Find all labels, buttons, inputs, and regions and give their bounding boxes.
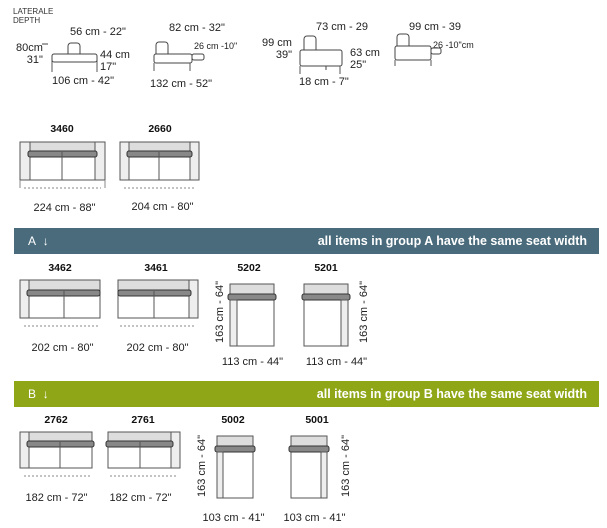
item-code: 2660 — [148, 123, 172, 135]
profile-1-seat-height-label: 44 cm 17" — [100, 49, 130, 73]
item-code: 2762 — [44, 414, 68, 426]
sofa-3460-plan — [19, 141, 106, 189]
item-dimension: 202 cm - 80" — [31, 342, 94, 354]
profile-3-side-view — [299, 35, 343, 74]
arrow-down-icon: ↓ — [42, 234, 49, 248]
chaise-5001-plan — [288, 435, 330, 499]
group-b-message: all items in group B have the same seat … — [316, 387, 587, 401]
profile-4-side-view — [394, 33, 442, 66]
item-code: 5202 — [237, 262, 261, 274]
item-dimension: 224 cm - 88" — [33, 202, 96, 214]
profile-2-seat-height-label: 26 cm -10" — [194, 41, 238, 51]
profile-3-depth-label: 18 cm - 7" — [299, 76, 349, 88]
profile-1-height-label: 80cm 31" — [16, 42, 43, 66]
item-dimension: 202 cm - 80" — [126, 342, 189, 354]
item-depth-dimension: 163 cm - 64" — [358, 281, 370, 343]
item-code: 3462 — [48, 262, 72, 274]
depth-label: LATERALE DEPTH — [13, 7, 54, 25]
item-depth-dimension: 163 cm - 64" — [340, 435, 352, 497]
chaise-5202-plan — [227, 283, 277, 347]
profile-3-seat-height-label: 63 cm 25" — [350, 47, 380, 71]
sofa-2762-plan — [19, 431, 95, 477]
item-dimension: 204 cm - 80" — [131, 201, 194, 213]
item-code: 3460 — [50, 123, 74, 135]
profile-2-width-label: 82 cm - 32" — [169, 22, 225, 34]
profile-4-width-label: 99 cm - 39 — [409, 21, 461, 33]
item-code: 5201 — [314, 262, 338, 274]
sofa-3462-plan — [19, 279, 101, 327]
item-code: 3461 — [144, 262, 168, 274]
profile-3-height-label: 99 cm 39" — [262, 37, 292, 61]
group-a-label: A ↓ — [28, 234, 49, 248]
profile-4-seat-height-label: 26 -10"cm — [433, 40, 474, 50]
item-dimension: 113 cm - 44" — [305, 356, 368, 368]
sofa-3461-plan — [117, 279, 199, 327]
group-a-message: all items in group A have the same seat … — [317, 234, 587, 248]
item-code: 2761 — [131, 414, 155, 426]
profile-3-width-label: 73 cm - 29 — [316, 21, 368, 33]
item-dimension: 182 cm - 72" — [109, 492, 172, 504]
profile-1-depth-label: 106 cm - 42" — [52, 75, 114, 87]
group-b-label: B ↓ — [28, 387, 49, 401]
item-depth-dimension: 163 cm - 64" — [196, 435, 208, 497]
item-depth-dimension: 163 cm - 64" — [214, 281, 226, 343]
profile-2-side-view — [153, 41, 205, 71]
profile-2-depth-label: 132 cm - 52" — [150, 78, 212, 90]
sofa-2761-plan — [105, 431, 181, 477]
profile-1-width-label: 56 cm - 22" — [70, 26, 126, 38]
sofa-2660-plan — [119, 141, 200, 189]
chaise-5002-plan — [214, 435, 256, 499]
item-dimension: 182 cm - 72" — [25, 492, 88, 504]
item-code: 5002 — [221, 414, 245, 426]
arrow-down-icon: ↓ — [42, 387, 49, 401]
item-dimension: 103 cm - 41" — [202, 512, 265, 524]
profile-1-side-view — [42, 42, 98, 72]
group-b-band: B ↓ all items in group B have the same s… — [14, 381, 599, 407]
group-a-band: A ↓ all items in group A have the same s… — [14, 228, 599, 254]
item-dimension: 103 cm - 41" — [283, 512, 346, 524]
item-code: 5001 — [305, 414, 329, 426]
item-dimension: 113 cm - 44" — [221, 356, 284, 368]
chaise-5201-plan — [301, 283, 351, 347]
